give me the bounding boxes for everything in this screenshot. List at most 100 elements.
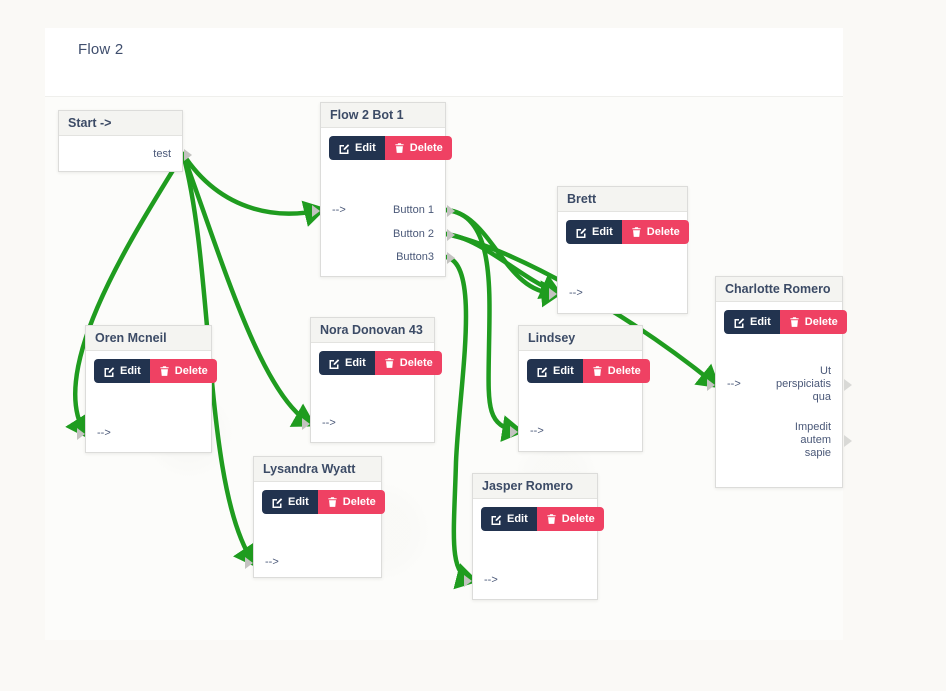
delete-button-label: Delete [342, 496, 376, 508]
delete-button[interactable]: Delete [384, 136, 452, 160]
delete-button[interactable]: Delete [317, 490, 385, 514]
output-port-label-line: Button 2 [393, 228, 434, 240]
edit-button-label: Edit [592, 226, 613, 238]
connection-bot1.btn1-to-lindsey.in [443, 207, 525, 442]
edit-pencil-icon [339, 144, 350, 154]
delete-button[interactable]: Delete [779, 310, 847, 334]
input-port-arrow-icon[interactable] [245, 557, 253, 569]
edit-pencil-icon [734, 318, 745, 328]
delete-button[interactable]: Delete [621, 220, 689, 244]
input-port-arrow-icon[interactable] [510, 426, 518, 438]
edit-pencil-icon [272, 498, 283, 508]
output-port-arrow-icon[interactable] [844, 379, 852, 391]
output-port-label-btn3[interactable]: Button3 [396, 251, 434, 264]
edit-button[interactable]: Edit [319, 351, 375, 375]
input-port-label[interactable]: --> [97, 427, 111, 439]
input-port-label[interactable]: --> [484, 574, 498, 586]
node-start[interactable]: Start ->test [58, 110, 192, 172]
delete-button[interactable]: Delete [582, 359, 650, 383]
node-title: Jasper Romero [473, 474, 597, 499]
output-port-arrow-icon[interactable] [447, 252, 455, 264]
input-port-label[interactable]: --> [332, 204, 346, 216]
output-port-arrow-icon[interactable] [447, 205, 455, 217]
node-bot1[interactable]: Flow 2 Bot 1 Edit Delete --> Button 1 Button … [312, 102, 455, 277]
delete-button[interactable]: Delete [374, 351, 442, 375]
output-port-label-btn2[interactable]: Button 2 [393, 228, 434, 241]
connection-bot1.btn3-to-jasper.in [443, 254, 479, 590]
edit-button[interactable]: Edit [94, 359, 150, 383]
trash-icon [790, 317, 799, 327]
delete-button[interactable]: Delete [149, 359, 217, 383]
input-port-label[interactable]: --> [530, 425, 544, 437]
input-port-arrow-icon[interactable] [549, 288, 557, 300]
input-port-label[interactable]: --> [569, 287, 583, 299]
output-port-arrow-icon[interactable] [447, 229, 455, 241]
edit-button[interactable]: Edit [724, 310, 780, 334]
input-port-arrow-icon[interactable] [77, 428, 85, 440]
node-actions: Edit Delete [262, 490, 385, 514]
trash-icon [593, 366, 602, 376]
edit-pencil-icon [537, 367, 548, 377]
input-port-arrow-icon[interactable] [312, 205, 320, 217]
edit-button-label: Edit [355, 142, 376, 154]
connection-start.test-to-oren.in [65, 151, 186, 439]
delete-button[interactable]: Delete [536, 507, 604, 531]
node-actions: Edit Delete [724, 310, 847, 334]
edit-button[interactable]: Edit [329, 136, 385, 160]
delete-button-label: Delete [646, 226, 680, 238]
output-port-label-line: Impedit [794, 421, 831, 433]
delete-button-label: Delete [804, 316, 838, 328]
input-port-arrow-icon[interactable] [707, 379, 715, 391]
edit-button[interactable]: Edit [481, 507, 537, 531]
node-title: Flow 2 Bot 1 [321, 103, 445, 128]
edit-button-label: Edit [120, 365, 141, 377]
connections-layer [65, 151, 721, 590]
edit-pencil-icon [104, 367, 115, 377]
edit-button[interactable]: Edit [527, 359, 583, 383]
output-port-label-line: sapie [804, 447, 831, 459]
output-port-arrow-icon[interactable] [184, 149, 192, 161]
edit-button[interactable]: Edit [566, 220, 622, 244]
input-port-arrow-icon[interactable] [464, 575, 472, 587]
node-actions: Edit Delete [527, 359, 650, 383]
edit-button-label: Edit [345, 357, 366, 369]
delete-button-label: Delete [399, 357, 433, 369]
trash-icon [385, 358, 394, 368]
input-port-label[interactable]: --> [322, 417, 336, 429]
node-title: Charlotte Romero [716, 277, 842, 302]
node-actions: Edit Delete [94, 359, 217, 383]
edit-button-label: Edit [750, 316, 771, 328]
output-port-label-btn1[interactable]: Button 1 [393, 204, 434, 217]
delete-button-label: Delete [409, 142, 443, 154]
connection-start.test-to-nora.in [180, 151, 316, 427]
input-port-label[interactable]: --> [727, 378, 741, 390]
delete-button-label: Delete [174, 365, 208, 377]
output-port-label-line: Ut [820, 365, 831, 377]
node-nora[interactable]: Nora Donovan 43 Edit Delete --> [302, 317, 442, 443]
output-port-label-line: perspiciatis [775, 378, 831, 390]
edit-pencil-icon [576, 228, 587, 238]
edit-button-label: Edit [507, 513, 528, 525]
input-port-label[interactable]: --> [265, 556, 279, 568]
node-title: Nora Donovan 43 [311, 318, 434, 343]
delete-button-label: Delete [607, 365, 641, 377]
page-title: Flow 2 [78, 41, 124, 58]
trash-icon [395, 143, 404, 153]
output-port-label-line: autem [800, 434, 831, 446]
output-port-label-line: test [153, 148, 171, 160]
node-actions: Edit Delete [481, 507, 604, 531]
input-port-arrow-icon[interactable] [302, 418, 310, 430]
edit-button[interactable]: Edit [262, 490, 318, 514]
output-port-label-test[interactable]: test [153, 148, 171, 161]
connection-start.test-to-bot1.in [180, 151, 327, 227]
output-port-arrow-icon[interactable] [844, 435, 852, 447]
